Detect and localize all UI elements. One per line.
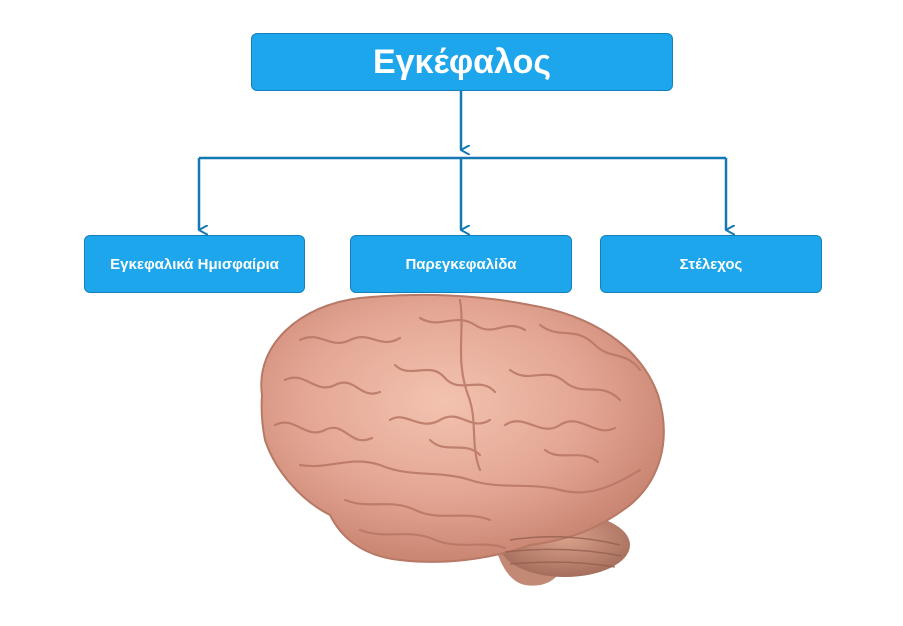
node-cerebral-hemispheres-label: Εγκεφαλικά Ημισφαίρια — [110, 255, 279, 273]
node-brainstem: Στέλεχος — [600, 235, 822, 293]
cerebellum-folds — [504, 536, 623, 568]
brain-illustration — [260, 293, 665, 586]
node-cerebellum: Παρεγκεφαλίδα — [350, 235, 572, 293]
node-cerebellum-label: Παρεγκεφαλίδα — [405, 255, 517, 273]
cerebrum — [260, 293, 665, 563]
connectors — [197, 91, 726, 230]
node-brainstem-label: Στέλεχος — [679, 255, 743, 273]
node-brain: Εγκέφαλος — [251, 33, 673, 91]
node-brain-label: Εγκέφαλος — [372, 42, 552, 81]
brain-gyri — [273, 298, 642, 550]
node-cerebral-hemispheres: Εγκεφαλικά Ημισφαίρια — [84, 235, 305, 293]
